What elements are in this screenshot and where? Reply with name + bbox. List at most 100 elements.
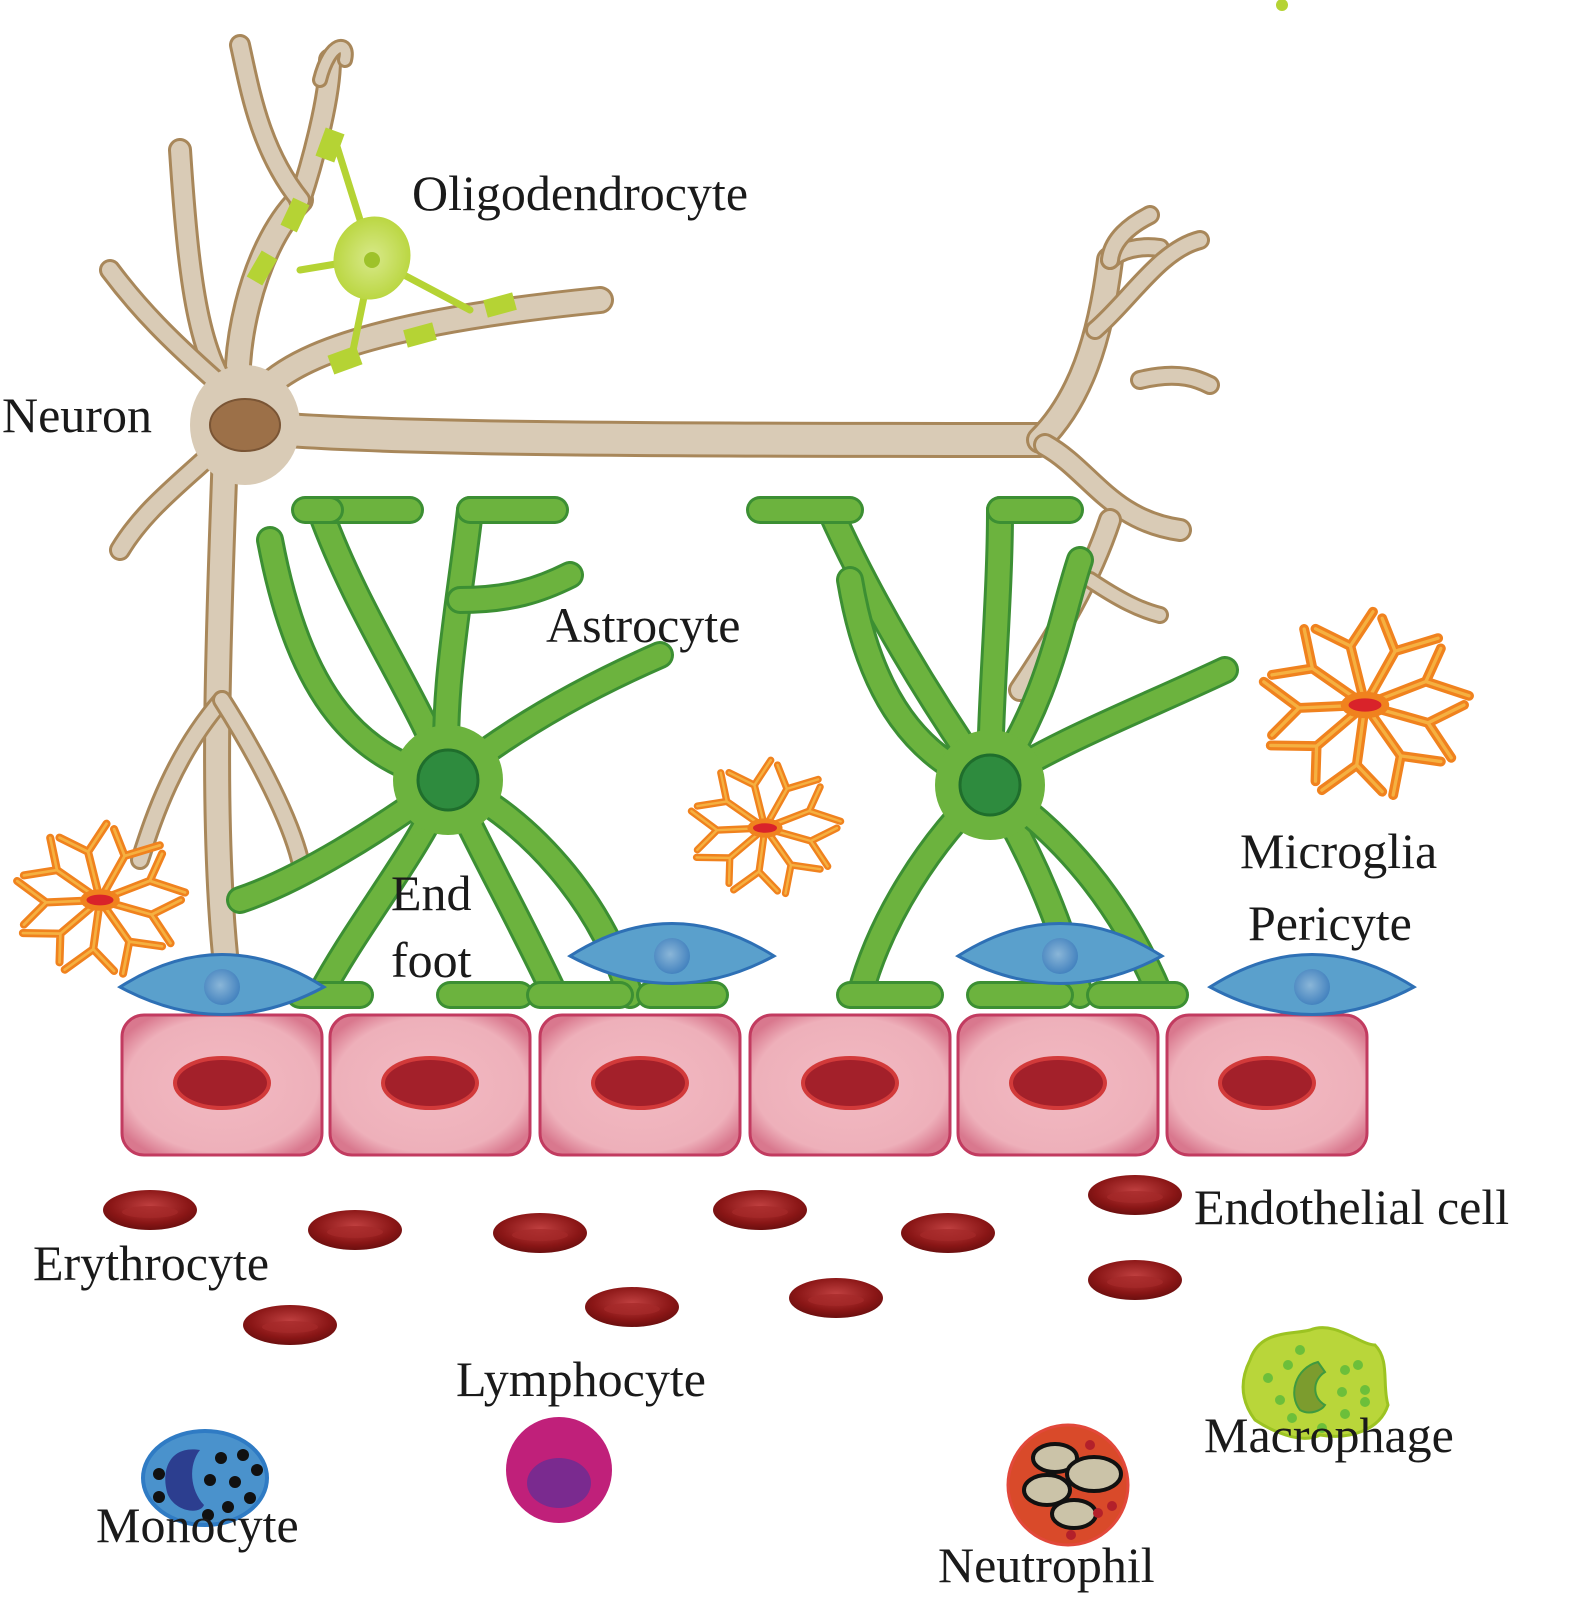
erythrocyte <box>901 1213 995 1253</box>
monocyte-granule <box>215 1452 227 1464</box>
monocyte-granule <box>153 1491 165 1503</box>
microglia <box>687 756 845 898</box>
endothelial-nucleus <box>173 1056 271 1110</box>
macrophage-granule <box>1317 1423 1327 1433</box>
label-microglia: Microglia <box>1240 823 1438 879</box>
erythrocyte <box>243 1305 337 1345</box>
macrophage-granule <box>1340 1365 1350 1375</box>
macrophage-granule <box>1360 1397 1370 1407</box>
erythrocyte <box>713 1190 807 1230</box>
macrophage-granule <box>1340 1409 1350 1419</box>
microglia <box>13 819 190 978</box>
blood-cells <box>103 1175 1390 1547</box>
neuron-process <box>1100 205 1160 270</box>
macrophage-granule <box>1275 1395 1285 1405</box>
oligodendrocyte <box>246 0 1288 375</box>
endothelial-cell <box>1165 1013 1369 1157</box>
monocyte-granule <box>202 1509 214 1521</box>
astrocyte-process <box>446 561 584 614</box>
astrocyte-nucleus <box>416 748 480 812</box>
neuron-process <box>1085 230 1210 340</box>
erythrocyte <box>103 1190 197 1230</box>
neuron-process <box>312 39 354 88</box>
neutrophil-nucleus-lobe <box>1031 1442 1079 1474</box>
astrocyte <box>746 496 1239 1009</box>
macrophage-granule <box>1295 1345 1305 1355</box>
label-oligodendrocyte: Oligodendrocyte <box>412 165 749 221</box>
erythrocyte-center <box>122 1206 178 1218</box>
erythrocyte <box>1088 1175 1182 1215</box>
macrophage-nucleus <box>1293 1360 1327 1414</box>
endothelial-cell <box>328 1013 532 1157</box>
microglia-nucleus <box>1348 698 1382 712</box>
monocyte-nucleus <box>165 1449 204 1511</box>
microglia-nucleus <box>86 894 114 906</box>
neuron-nucleus <box>209 398 281 452</box>
neuron-process <box>229 34 311 211</box>
neuron-process <box>1033 433 1192 542</box>
endothelial-layer <box>120 1013 1369 1157</box>
macrophage-granule <box>1353 1360 1363 1370</box>
erythrocyte <box>585 1287 679 1327</box>
endothelial-nucleus <box>1009 1056 1107 1110</box>
neuron-process <box>1026 246 1124 454</box>
erythrocyte-center <box>808 1294 864 1306</box>
macrophage-granule <box>1263 1373 1273 1383</box>
lymphocyte <box>506 1417 612 1523</box>
erythrocyte <box>789 1278 883 1318</box>
pericyte <box>955 922 1165 985</box>
erythrocyte-center <box>327 1226 383 1238</box>
myelin-sheath <box>315 127 345 163</box>
pericyte-nucleus <box>654 938 690 974</box>
myelin-sheath <box>403 322 437 348</box>
neutrophil-nucleus-lobe <box>1022 1473 1072 1507</box>
neuron-process <box>222 407 1058 458</box>
astrocytes <box>226 496 1239 1009</box>
endothelial-nucleus <box>591 1056 689 1110</box>
macrophage-granule <box>1287 1413 1297 1423</box>
lymphocyte-nucleus <box>527 1458 591 1508</box>
monocyte-granule <box>244 1492 256 1504</box>
erythrocyte-center <box>920 1229 976 1241</box>
erythrocyte-center <box>1107 1276 1163 1288</box>
myelin-sheath <box>280 197 310 233</box>
pericyte-nucleus <box>1294 969 1330 1005</box>
erythrocyte-center <box>1107 1191 1163 1203</box>
label-erythrocyte: Erythrocyte <box>33 1235 270 1291</box>
label-end-foot-line1: End <box>391 865 472 921</box>
label-lymphocyte: Lymphocyte <box>456 1351 706 1407</box>
astrocyte <box>226 496 729 1009</box>
monocyte-granule <box>229 1476 241 1488</box>
neuron-process <box>1081 571 1169 624</box>
erythrocyte <box>308 1210 402 1250</box>
neutrophil-granule <box>1093 1508 1103 1518</box>
label-neutrophil: Neutrophil <box>938 1537 1155 1593</box>
erythrocyte-center <box>604 1303 660 1315</box>
erythrocyte-center <box>262 1321 318 1333</box>
monocyte-granule <box>204 1474 216 1486</box>
label-astrocyte: Astrocyte <box>546 597 741 653</box>
endothelial-cell <box>538 1013 742 1157</box>
pericytes <box>117 922 1417 1016</box>
neutrophil-nucleus-lobe <box>1065 1455 1123 1493</box>
label-monocyte: Monocyte <box>96 1497 299 1553</box>
myelin-sheath <box>327 345 363 375</box>
macrophage-granule <box>1360 1385 1370 1395</box>
pericyte <box>117 953 327 1016</box>
green-dot <box>1276 0 1288 11</box>
oligodendrocyte-nucleus <box>364 252 380 268</box>
label-pericyte: Pericyte <box>1248 895 1412 951</box>
neutrophil-granule <box>1107 1501 1117 1511</box>
erythrocyte-center <box>732 1206 788 1218</box>
monocyte-granule <box>251 1464 263 1476</box>
label-neuron: Neuron <box>2 387 152 443</box>
microglia <box>1258 606 1474 800</box>
myelin-sheath <box>483 292 517 318</box>
neutrophil-granule <box>1085 1440 1095 1450</box>
microglia-cells <box>13 606 1474 978</box>
erythrocyte <box>1088 1260 1182 1300</box>
neutrophil-nucleus-lobe <box>1050 1498 1098 1530</box>
neuron-process <box>99 259 226 391</box>
